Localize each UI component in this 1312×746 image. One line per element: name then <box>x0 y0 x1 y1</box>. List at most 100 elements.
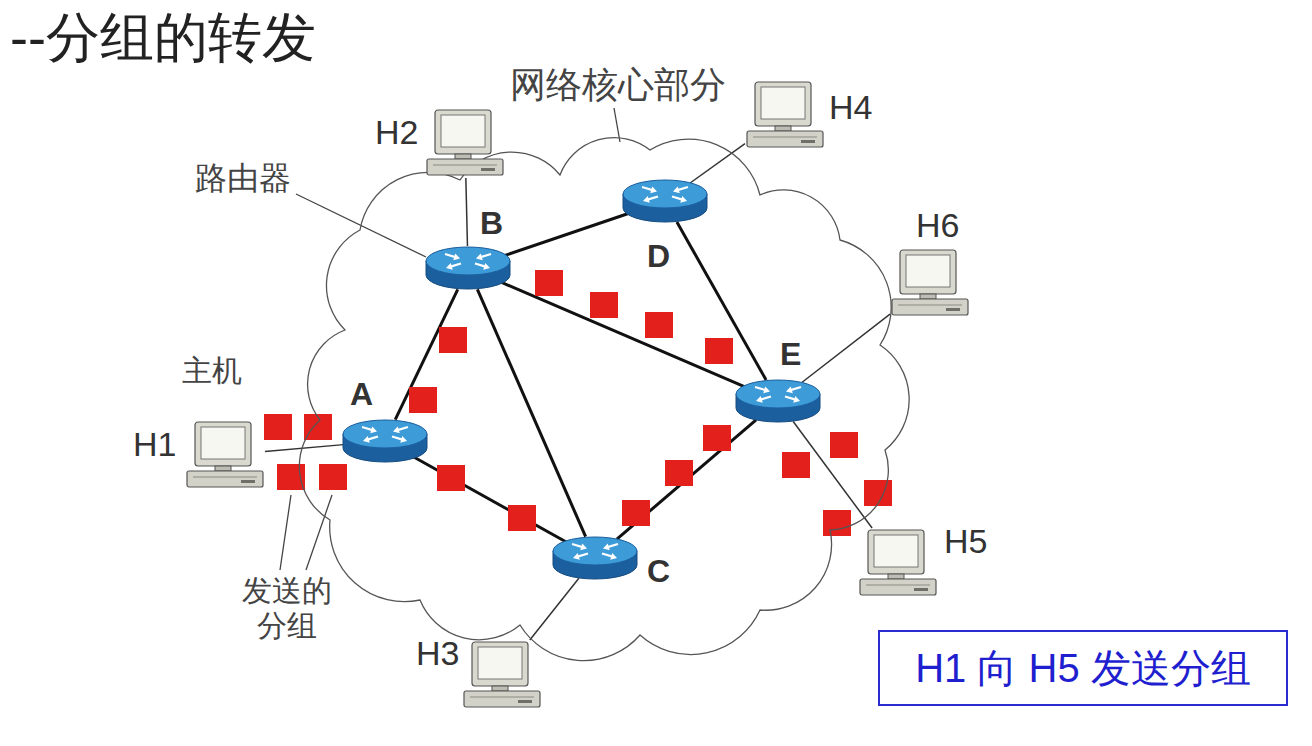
packet <box>782 452 810 478</box>
monitor-neck <box>775 126 791 131</box>
router-arrowhead <box>370 426 377 433</box>
router-arrowhead <box>786 386 793 393</box>
drive-slot <box>946 308 960 311</box>
packet <box>264 414 292 440</box>
region-label: 网络核心部分 <box>510 64 726 105</box>
computer-icon <box>745 80 825 150</box>
router-arrowhead <box>476 253 483 260</box>
screen <box>874 535 918 567</box>
router-icon <box>735 378 821 424</box>
packet <box>705 338 733 364</box>
monitor-neck <box>455 154 471 159</box>
computer-base <box>427 159 503 175</box>
packet <box>665 460 693 486</box>
computer-icon <box>462 640 542 710</box>
host-callout: 主机 <box>182 354 242 389</box>
router-arrowhead <box>650 186 657 193</box>
router-arrowhead <box>363 436 370 443</box>
monitor-neck <box>888 574 904 579</box>
packet <box>830 432 858 458</box>
access-link <box>801 314 890 383</box>
monitor <box>435 110 491 154</box>
trunk-link <box>677 222 766 380</box>
packet <box>508 505 536 531</box>
trunk-link <box>414 457 566 542</box>
monitor-neck <box>920 294 936 299</box>
computer-base <box>464 691 540 707</box>
packet <box>823 510 851 536</box>
trunk-link <box>477 289 585 536</box>
router-top <box>623 180 707 208</box>
monitor-neck <box>492 686 508 691</box>
drive-slot <box>241 480 255 483</box>
host-label: H4 <box>829 88 872 127</box>
router-top <box>426 247 510 275</box>
router-arrowhead <box>453 253 460 260</box>
host-label: H2 <box>375 113 418 152</box>
router-top <box>553 537 637 565</box>
router-arrowhead <box>793 396 800 403</box>
trunk-link <box>617 420 756 539</box>
host-label: H5 <box>944 522 987 561</box>
network-cloud: ABCDE网络核心部分 <box>290 100 900 645</box>
monitor <box>900 250 956 294</box>
router-icon <box>552 535 638 581</box>
packet <box>319 464 347 490</box>
host-node: H1 <box>185 420 265 490</box>
base-line <box>193 477 257 478</box>
router-top <box>343 420 427 448</box>
router-icon <box>342 418 428 464</box>
router-letter: D <box>647 238 670 275</box>
access-link <box>466 178 468 246</box>
leader-line <box>306 495 332 570</box>
packet <box>622 500 650 526</box>
base-line <box>866 585 930 586</box>
host-node: H4 <box>745 80 825 150</box>
access-link <box>265 445 344 452</box>
router-letter: A <box>350 376 373 413</box>
router-node: B <box>425 245 511 291</box>
screen <box>441 115 485 147</box>
host-node: H3 <box>462 640 542 710</box>
trunk-link <box>503 213 630 256</box>
drive-slot <box>518 700 532 703</box>
router-arrowhead <box>393 426 400 433</box>
router-letter: E <box>780 336 801 373</box>
drive-slot <box>914 588 928 591</box>
router-arrowhead <box>643 196 650 203</box>
computer-icon <box>858 528 938 598</box>
packet <box>703 425 731 451</box>
base-line <box>433 165 497 166</box>
base-line <box>470 697 534 698</box>
router-node: E <box>735 378 821 424</box>
router-arrowhead <box>680 196 687 203</box>
drive-slot <box>801 140 815 143</box>
monitor <box>868 530 924 574</box>
screen <box>906 255 950 287</box>
router-node: A <box>342 418 428 464</box>
leader-line <box>614 108 620 142</box>
access-link <box>690 144 745 184</box>
screen <box>201 427 245 459</box>
screen <box>478 647 522 679</box>
host-label: H1 <box>133 425 176 464</box>
base-line <box>898 305 962 306</box>
host-node: H2 <box>425 108 505 178</box>
computer-icon <box>890 248 970 318</box>
router-arrowhead <box>763 386 770 393</box>
packet <box>439 327 467 353</box>
router-arrowhead <box>603 543 610 550</box>
router-top <box>736 380 820 408</box>
packet <box>535 270 563 296</box>
access-link <box>530 578 579 640</box>
cloud-outline-path <box>299 138 909 661</box>
computer-icon <box>185 420 265 490</box>
screen <box>761 87 805 119</box>
trunk-link <box>395 289 458 419</box>
router-letter: C <box>647 553 670 590</box>
router-arrowhead <box>756 396 763 403</box>
monitor-neck <box>215 466 231 471</box>
router-node: C <box>552 535 638 581</box>
monitor <box>195 422 251 466</box>
router-icon <box>622 178 708 224</box>
